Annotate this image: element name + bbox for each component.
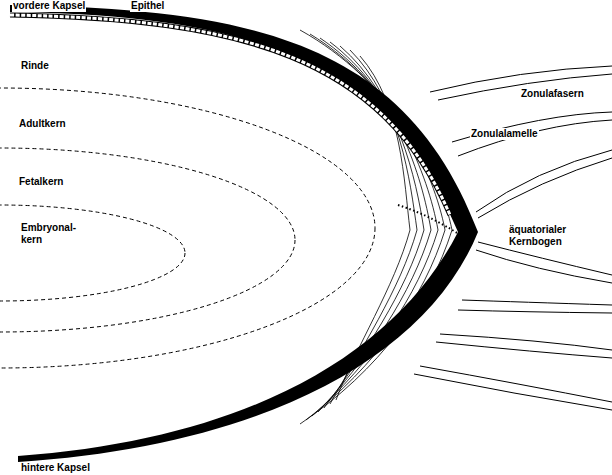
zonular-fibres bbox=[414, 66, 612, 410]
region-label: Embryonal- kern bbox=[20, 222, 77, 245]
epithelium-cells bbox=[10, 15, 450, 215]
region-label: Fetalkern bbox=[18, 176, 64, 188]
part-label: äquatorialer Kernbogen bbox=[508, 224, 567, 247]
part-label: hintere Kapsel bbox=[20, 462, 91, 474]
nuclear-bow bbox=[398, 205, 462, 236]
nucleus-boundaries bbox=[0, 88, 375, 368]
epithelium bbox=[10, 15, 450, 215]
part-label: Zonulalamelle bbox=[470, 128, 539, 140]
part-label: vordere Kapsel bbox=[12, 0, 86, 12]
region-label: Rinde bbox=[20, 60, 50, 72]
part-label: Zonulafasern bbox=[520, 88, 585, 100]
part-label: Epithel bbox=[130, 0, 165, 12]
lens-capsule bbox=[10, 5, 478, 462]
region-label: Adultkern bbox=[18, 118, 67, 130]
